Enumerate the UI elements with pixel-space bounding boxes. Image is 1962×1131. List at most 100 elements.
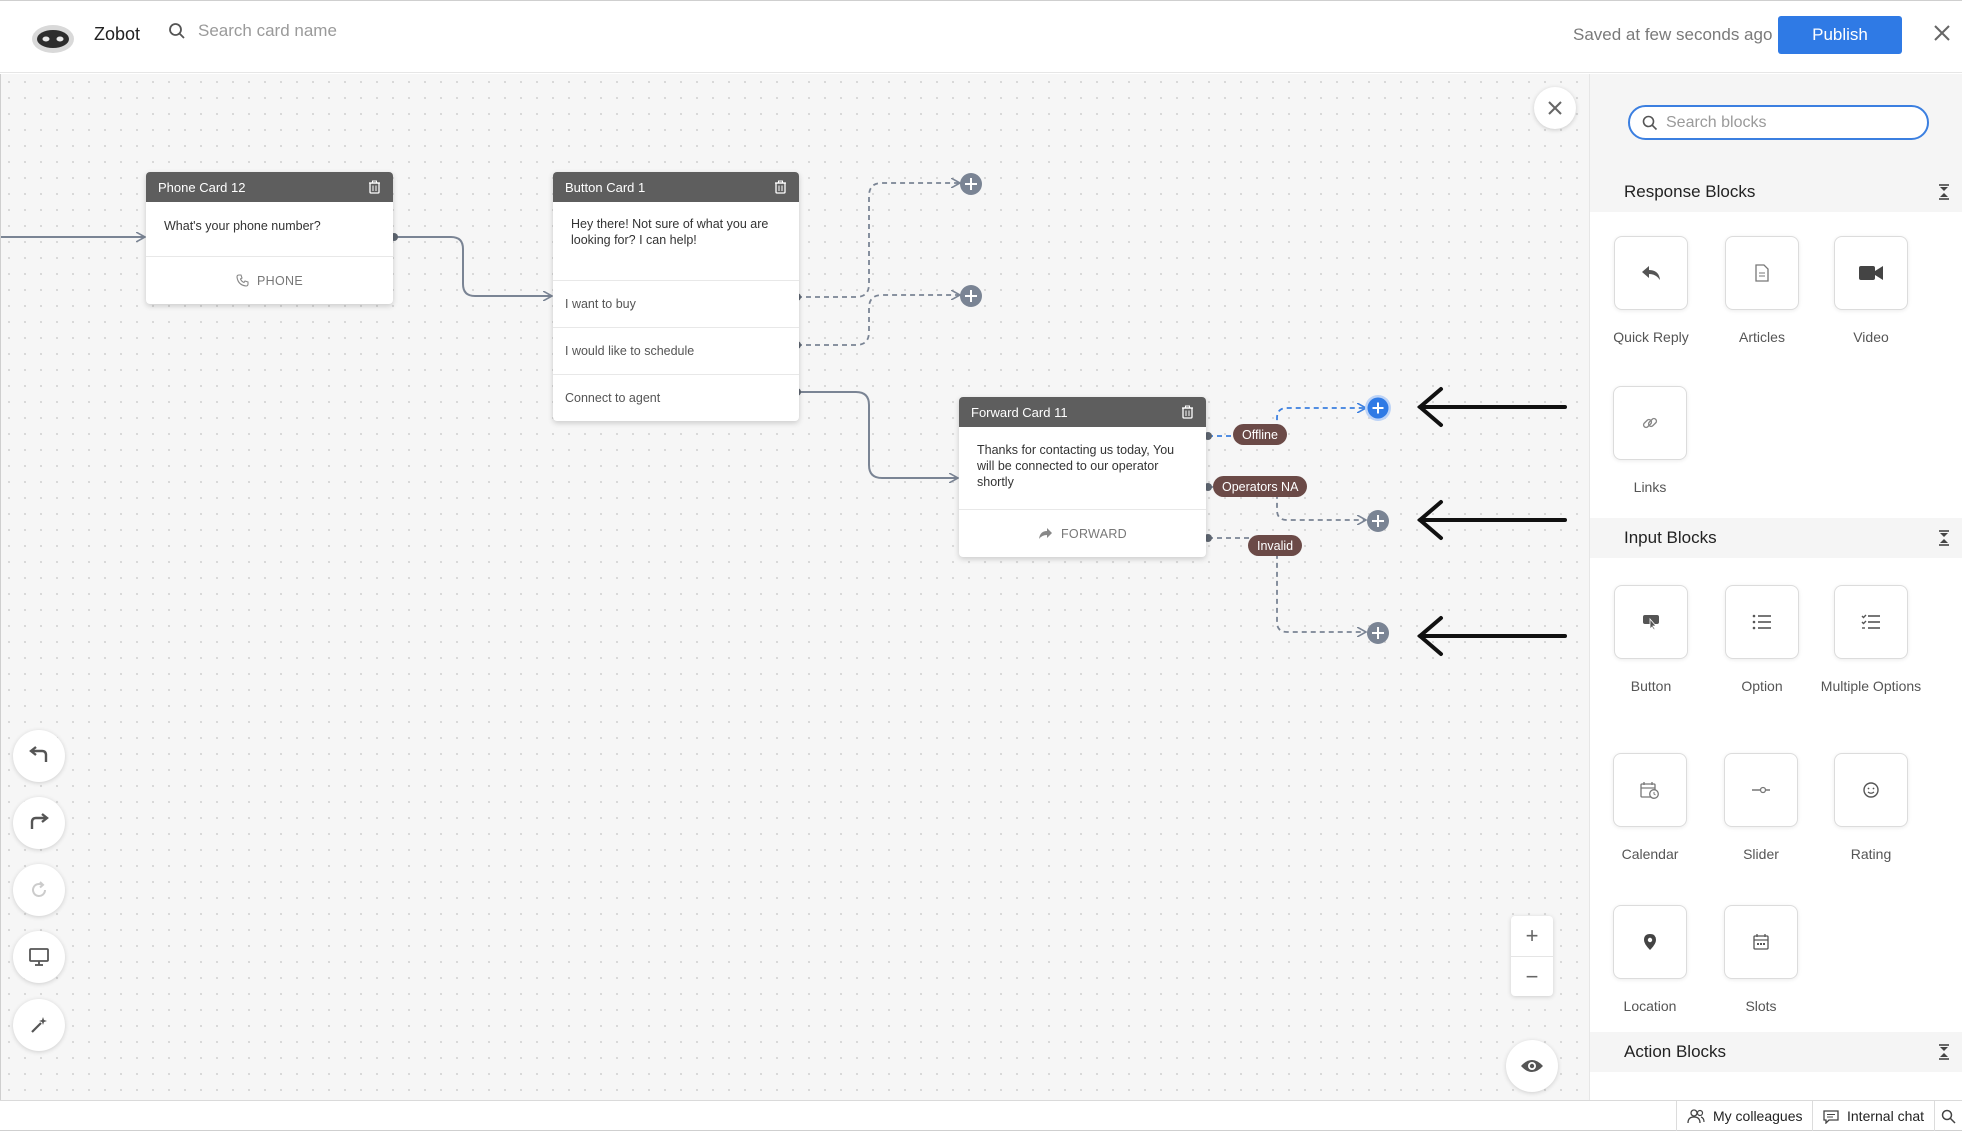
block-calendar[interactable]: Calendar (1595, 753, 1705, 863)
section-input-blocks[interactable]: Input Blocks (1590, 518, 1962, 558)
close-icon (1548, 101, 1562, 115)
refresh-button[interactable] (13, 864, 65, 916)
wire-option-buy (797, 183, 959, 298)
option-row[interactable]: I want to buy (553, 280, 799, 327)
top-bar: Zobot Saved at few seconds ago Publish (0, 0, 1962, 73)
chat-icon (1823, 1109, 1839, 1124)
zoom-in-icon[interactable]: + (1525, 923, 1539, 948)
undo-button[interactable] (13, 730, 65, 782)
section-action-blocks[interactable]: Action Blocks (1590, 1032, 1962, 1072)
my-colleagues-label: My colleagues (1713, 1108, 1803, 1124)
tag-offline: Offline (1233, 424, 1287, 445)
add-node-icon[interactable] (1366, 621, 1390, 645)
colleagues-icon (1687, 1109, 1705, 1124)
search-blocks-input[interactable] (1666, 113, 1906, 132)
block-tile (1834, 585, 1908, 659)
my-colleagues-button[interactable]: My colleagues (1676, 1101, 1813, 1131)
block-slider[interactable]: Slider (1706, 753, 1816, 863)
phone-card[interactable]: Phone Card 12 What's your phone number? … (146, 172, 393, 304)
flow-canvas[interactable]: Phone Card 12 What's your phone number? … (0, 74, 1589, 1100)
app-title: Zobot (94, 24, 141, 44)
internal-chat-label: Internal chat (1847, 1108, 1925, 1124)
phone-icon (236, 274, 249, 287)
tag-invalid: Invalid (1248, 535, 1303, 556)
internal-chat-button[interactable]: Internal chat (1812, 1101, 1934, 1131)
forward-card[interactable]: Forward Card 11 Thanks for contacting us… (959, 397, 1206, 557)
block-links[interactable]: Links (1595, 386, 1705, 496)
calendar-icon (1753, 934, 1769, 950)
add-node-active-icon[interactable] (1364, 394, 1392, 422)
card-footer: FORWARD (959, 509, 1206, 557)
close-icon[interactable] (1930, 21, 1954, 45)
add-node-icon[interactable] (959, 172, 983, 196)
undo-icon (29, 746, 48, 762)
block-tile (1724, 753, 1798, 827)
block-multiple-options[interactable]: Multiple Options (1816, 585, 1926, 695)
status-search-button[interactable] (1934, 1101, 1962, 1131)
block-tile (1725, 585, 1799, 659)
option-row[interactable]: Connect to agent (553, 374, 799, 421)
card-message: Thanks for contacting us today, You will… (977, 443, 1175, 489)
block-tile (1614, 585, 1688, 659)
status-bar: My colleagues Internal chat (0, 1100, 1962, 1131)
saved-status: Saved at few seconds ago (1573, 25, 1773, 44)
search-blocks-field[interactable] (1628, 105, 1929, 140)
trash-icon[interactable] (1181, 405, 1194, 419)
block-rating[interactable]: Rating (1816, 753, 1926, 863)
input-blocks-grid: Button Option Multiple Options Calendar … (1590, 558, 1962, 1032)
block-label: Button (1630, 678, 1672, 694)
annotation-arrows (1416, 387, 1567, 656)
card-header: Forward Card 11 (959, 397, 1206, 427)
zobot-logo-icon (30, 18, 76, 56)
collapse-icon[interactable] (1938, 184, 1950, 200)
blocks-panel: Response Blocks Quick Reply Articles Vid… (1589, 74, 1962, 1100)
block-slots[interactable]: Slots (1706, 905, 1816, 1015)
search-icon (1941, 1109, 1956, 1124)
section-title: Action Blocks (1624, 1042, 1727, 1061)
block-quick-reply[interactable]: Quick Reply (1596, 236, 1706, 346)
block-button[interactable]: Button (1596, 585, 1706, 695)
zoom-out-icon[interactable]: − (1511, 956, 1553, 996)
redo-icon (30, 813, 49, 829)
eye-icon (1521, 1060, 1543, 1072)
reply-icon (1642, 266, 1660, 280)
add-node-icon[interactable] (959, 284, 983, 308)
list-icon (1752, 614, 1771, 630)
publish-button[interactable]: Publish (1778, 16, 1902, 54)
button-card[interactable]: Button Card 1 Hey there! Not sure of wha… (553, 172, 799, 421)
block-video[interactable]: Video (1816, 236, 1926, 346)
section-response-blocks[interactable]: Response Blocks (1590, 172, 1962, 212)
option-row[interactable]: I would like to schedule (553, 327, 799, 374)
monitor-icon (29, 948, 49, 966)
card-footer-label: FORWARD (1061, 526, 1127, 541)
block-articles[interactable]: Articles (1707, 236, 1817, 346)
block-tile (1613, 753, 1687, 827)
trash-icon[interactable] (368, 180, 381, 194)
card-search (168, 21, 458, 41)
calendar-clock-icon (1640, 782, 1659, 799)
collapse-icon[interactable] (1938, 1044, 1950, 1060)
block-tile (1614, 236, 1688, 310)
link-icon (1642, 417, 1658, 429)
block-option[interactable]: Option (1707, 585, 1817, 695)
wire-option-schedule (797, 295, 959, 346)
block-location[interactable]: Location (1595, 905, 1705, 1015)
wire-agent-to-forward (797, 391, 957, 478)
search-card-input[interactable] (198, 21, 458, 41)
canvas-close-button[interactable] (1534, 87, 1576, 129)
section-title: Input Blocks (1624, 528, 1717, 547)
view-button[interactable] (1506, 1040, 1558, 1092)
block-tile (1725, 236, 1799, 310)
block-label: Quick Reply (1613, 329, 1689, 345)
location-pin-icon (1644, 934, 1656, 950)
add-node-icon[interactable] (1366, 509, 1390, 533)
block-label: Rating (1850, 846, 1892, 862)
magic-wand-button[interactable] (13, 999, 65, 1051)
redo-button[interactable] (13, 797, 65, 849)
preview-button[interactable] (13, 931, 65, 983)
collapse-icon[interactable] (1938, 530, 1950, 546)
card-header: Phone Card 12 (146, 172, 393, 202)
trash-icon[interactable] (774, 180, 787, 194)
block-tile (1613, 905, 1687, 979)
button-click-icon (1643, 615, 1659, 631)
